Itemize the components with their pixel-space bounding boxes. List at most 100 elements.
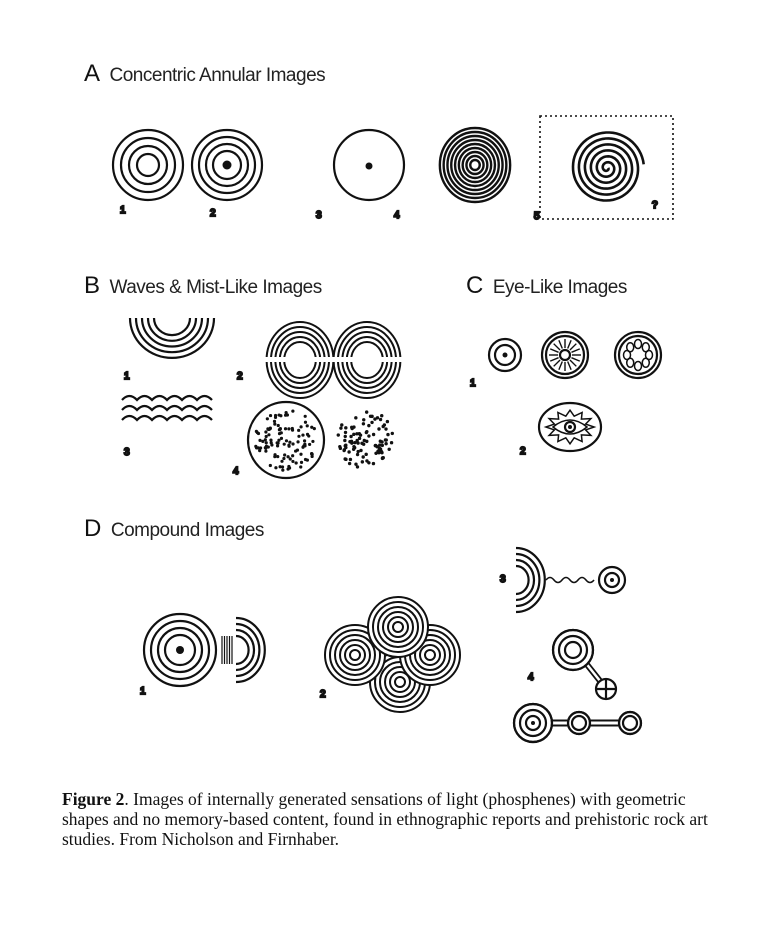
dot	[380, 456, 385, 460]
dot	[279, 436, 284, 440]
dot	[290, 426, 294, 431]
label-d1: 1	[140, 686, 146, 697]
label-d4: 4	[528, 672, 534, 683]
ring	[339, 639, 371, 671]
dot	[277, 431, 282, 436]
dot	[267, 433, 271, 437]
caption-text: . Images of internally generated sensati…	[62, 789, 708, 849]
dot	[336, 433, 340, 437]
ring	[457, 146, 493, 184]
dot	[299, 452, 303, 456]
dot	[370, 420, 374, 425]
ring	[387, 616, 409, 638]
dot	[386, 432, 390, 437]
dot	[288, 440, 292, 444]
panel-title-text: Concentric Annular Images	[109, 65, 326, 86]
arc	[515, 558, 536, 602]
ring	[512, 702, 554, 744]
ring	[566, 710, 592, 736]
wavy-lines-image	[121, 394, 213, 422]
dot	[385, 419, 390, 424]
dot	[310, 451, 314, 456]
label-a4: 4	[394, 210, 400, 221]
ring	[493, 343, 517, 367]
spiral-image-5	[571, 131, 645, 202]
compound-image-3	[515, 546, 627, 614]
dot	[353, 440, 357, 445]
dot	[275, 444, 280, 448]
dot	[278, 426, 282, 431]
dot	[355, 465, 360, 469]
dot	[339, 426, 343, 430]
ring	[621, 714, 639, 732]
dot	[299, 460, 304, 465]
dot	[269, 441, 273, 445]
ring	[111, 128, 185, 202]
eye-image-2	[540, 330, 590, 380]
ring	[211, 149, 243, 181]
ray	[567, 339, 572, 349]
label-b2: 2	[237, 371, 243, 382]
dot	[268, 463, 272, 468]
dot	[291, 454, 295, 458]
dot	[303, 414, 307, 418]
ring	[135, 152, 161, 178]
dot	[374, 451, 378, 455]
label-d2: 2	[320, 689, 326, 700]
ring	[204, 142, 250, 188]
dot	[273, 413, 278, 418]
ring	[453, 142, 497, 188]
wave-arcs-image	[128, 317, 216, 359]
dot	[254, 429, 258, 433]
dot	[355, 438, 359, 443]
gap	[264, 357, 336, 362]
dot	[354, 416, 358, 420]
ring	[563, 640, 583, 660]
dot	[354, 462, 358, 466]
ring	[617, 710, 643, 736]
dot	[279, 414, 283, 418]
dot	[364, 410, 369, 414]
dot	[280, 459, 284, 463]
dot	[301, 433, 305, 437]
panel-letter: A	[84, 60, 100, 87]
arc	[146, 317, 198, 342]
star	[543, 408, 597, 446]
dot	[264, 430, 268, 434]
panel-a-title: A Concentric Annular Images	[84, 60, 326, 88]
dot	[311, 439, 315, 444]
arc	[515, 552, 541, 608]
dot	[282, 442, 286, 446]
dot	[258, 446, 263, 450]
dot	[610, 578, 614, 582]
dot	[380, 414, 384, 418]
outer	[537, 401, 603, 453]
dot-cloud-image	[336, 410, 394, 469]
annular-image-3	[332, 128, 406, 202]
panel-title-text: Eye-Like Images	[492, 277, 628, 298]
dot	[356, 441, 360, 445]
dot	[379, 450, 384, 454]
dot	[305, 458, 309, 462]
dot	[361, 422, 366, 426]
dot	[310, 425, 314, 429]
dot	[266, 445, 270, 449]
ring	[142, 612, 218, 688]
ring	[246, 400, 326, 480]
dot	[367, 434, 371, 438]
petal	[633, 338, 643, 350]
dot	[273, 455, 277, 459]
dot	[308, 442, 312, 447]
dot	[362, 418, 366, 422]
label-a3: 3	[316, 210, 322, 221]
arc	[152, 317, 192, 337]
dot	[299, 425, 303, 429]
figure-caption: Figure 2. Images of internally generated…	[62, 789, 722, 849]
dot	[268, 427, 272, 431]
dot	[302, 439, 307, 443]
dot	[352, 444, 356, 449]
arc	[235, 634, 250, 666]
ring	[349, 649, 361, 661]
ring	[558, 348, 572, 362]
